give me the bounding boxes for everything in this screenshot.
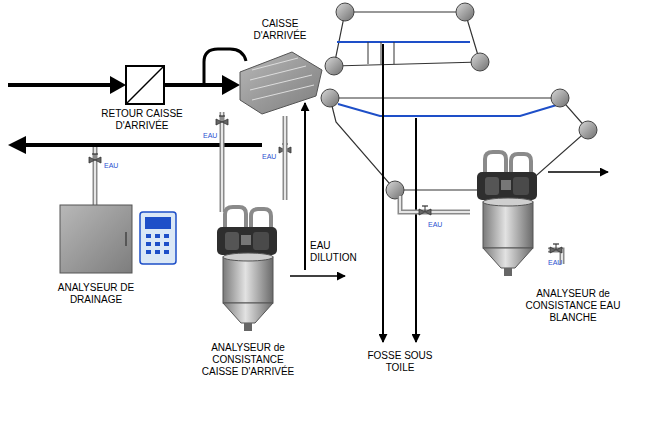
pit-label: FOSSE SOUS TOILE [366,350,434,374]
line-label: EAU DILUTION [310,240,368,264]
node-label: CAISSE D'ARRIVÉE [245,18,315,42]
pipe-inner [284,116,286,200]
water-label: EAU [548,259,564,267]
node-label: ANALYSEUR DE DRAINAGE [55,282,137,306]
water-label: EAU [203,132,219,140]
water-label: EAU [262,153,278,161]
node-label: ANALYSEUR de CONSISTANCE CAISSE D'ARRIVÉ… [198,342,298,378]
water-label: EAU [428,221,444,229]
pipe-outer [283,116,288,200]
drainage-analyser: ANALYSEUR DE DRAINAGE [55,200,180,312]
headbox: CAISSE D'ARRIVÉE [232,14,328,116]
consistency-analyser: ANALYSEUR de CONSISTANCE EAU BLANCHE [458,145,645,340]
water-label: EAU [104,162,120,170]
node-label: ANALYSEUR de CONSISTANCE EAU BLANCHE [513,288,633,324]
sample-pipe [285,116,286,200]
line-label: RETOUR CAISSE D'ARRIVÉE [92,108,192,132]
consistency-analyser: ANALYSEUR de CONSISTANCE CAISSE D'ARRIVÉ… [198,200,298,428]
